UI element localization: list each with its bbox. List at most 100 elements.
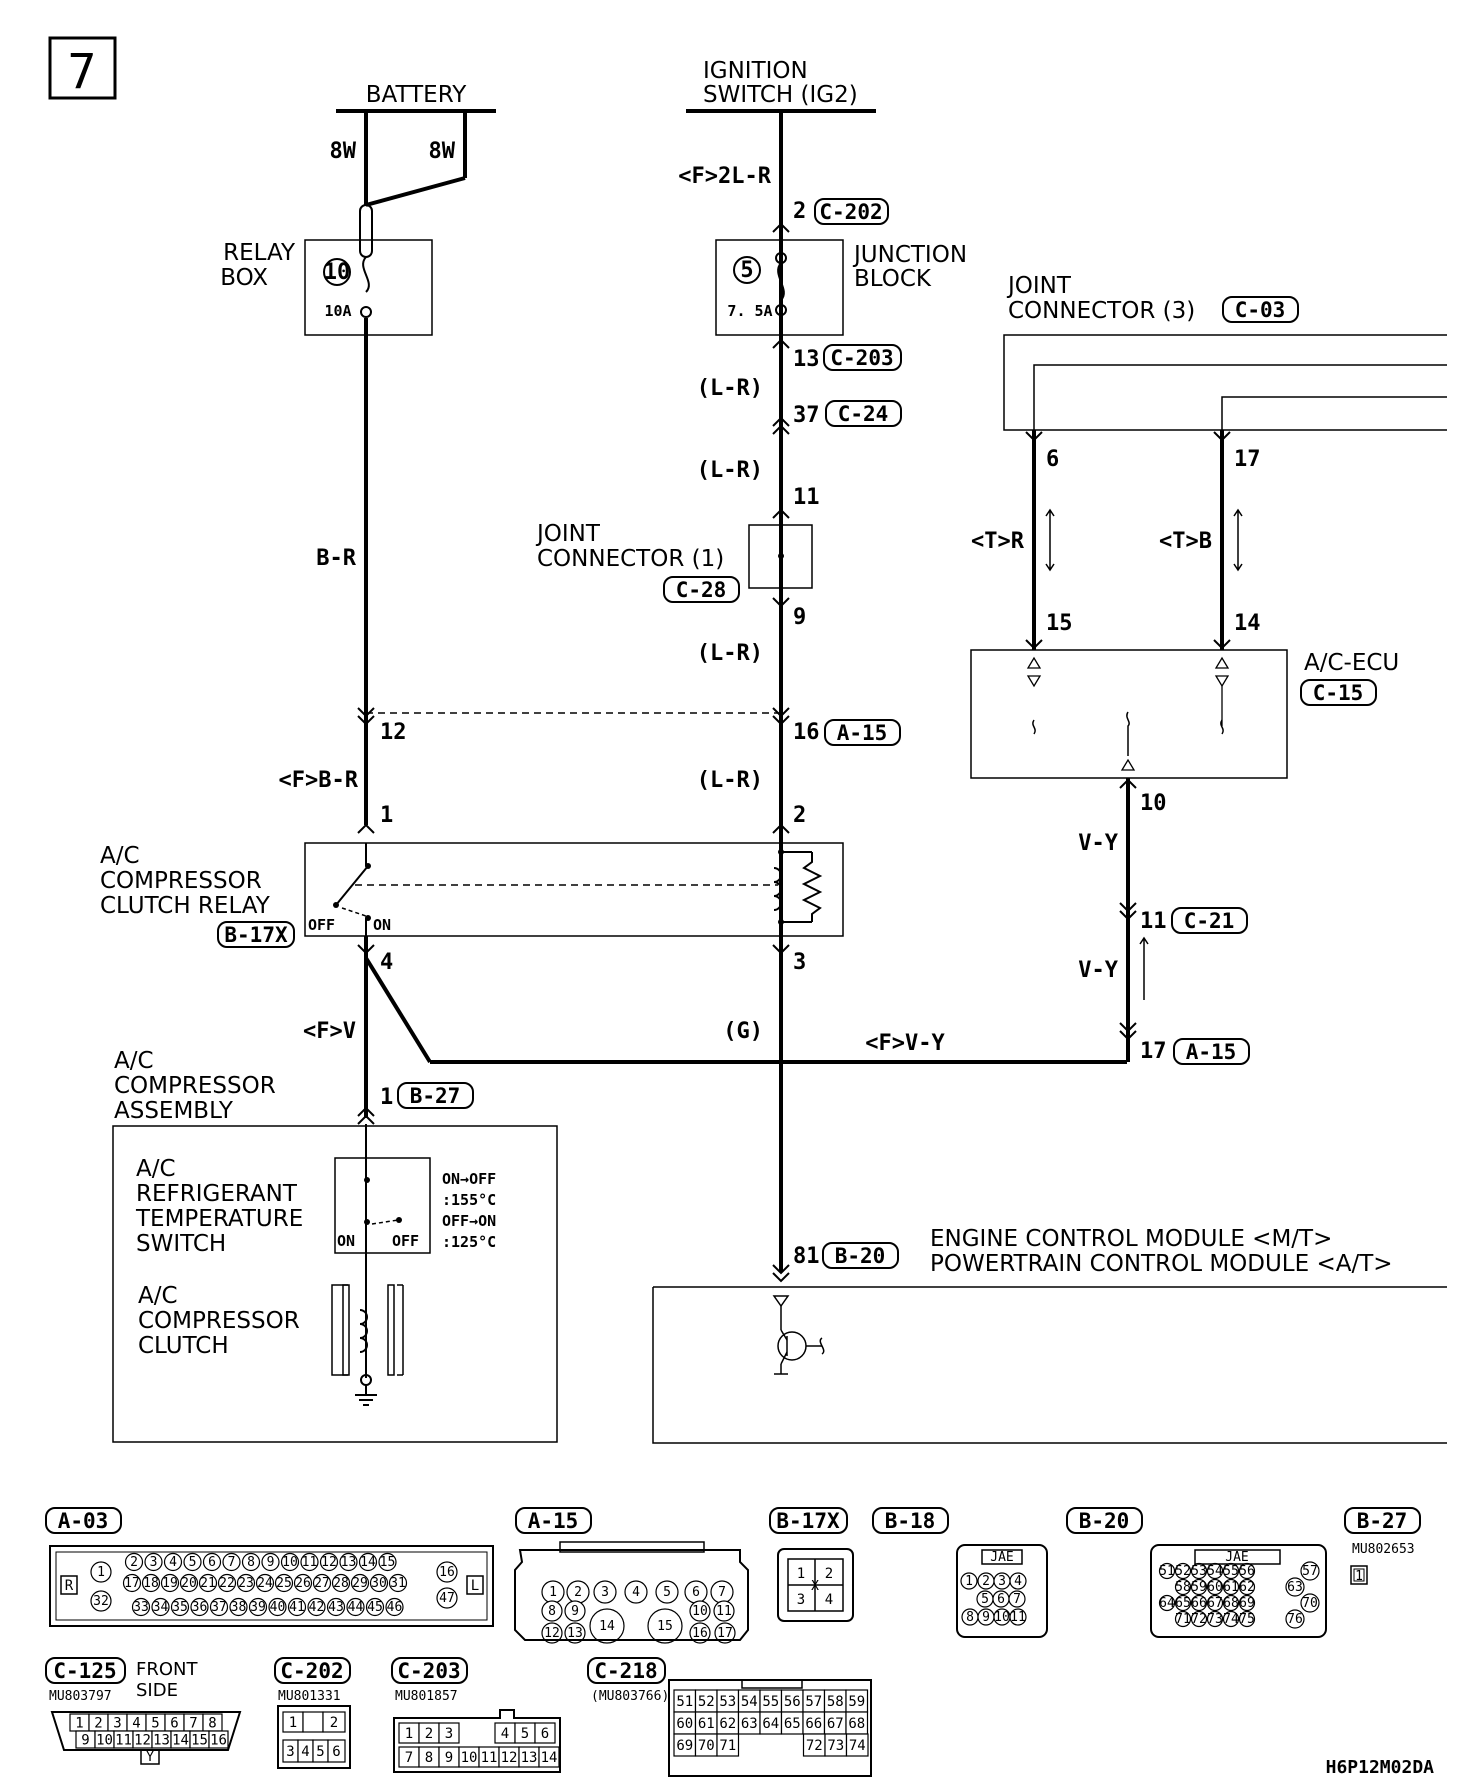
tag-c203: C-203 <box>830 346 893 370</box>
connector-pin-number: 42 <box>309 1600 325 1615</box>
connector-cavity <box>845 1733 869 1757</box>
connector-pin-number: 69 <box>676 1738 693 1754</box>
connector-pin <box>655 1580 679 1604</box>
pin-b20: 81 <box>793 1244 820 1269</box>
connector-pin-number: 53 <box>1191 1564 1207 1579</box>
connector-pin <box>378 1552 397 1572</box>
connector-pin-number: 5 <box>663 1585 671 1600</box>
conn-b27-part: MU802653 <box>1352 1542 1415 1557</box>
connector-pin-number: 5 <box>521 1726 529 1742</box>
conn-tag-a03: A-03 <box>58 1509 109 1533</box>
asm-label-2: COMPRESSOR <box>114 1073 276 1099</box>
tag-b27: B-27 <box>410 1084 461 1108</box>
connector-pin-number: 70 <box>698 1738 715 1754</box>
connector-pin-number: 20 <box>181 1576 197 1591</box>
connector-pin-number: 32 <box>93 1594 109 1609</box>
connector-pin <box>241 1552 261 1572</box>
connector-pin-number: 55 <box>1223 1564 1239 1579</box>
rts-note-3: OFF→ON <box>442 1212 496 1230</box>
clutch-coil <box>359 1309 368 1353</box>
connector-pin-number: 58 <box>827 1694 844 1710</box>
wire-code-f-b-r: <F>B-R <box>279 768 359 793</box>
connector-pin <box>339 1552 358 1572</box>
connector-pin-number: 67 <box>827 1716 844 1732</box>
connector-pin <box>960 1572 978 1590</box>
connector-pin-number: 31 <box>390 1576 406 1591</box>
connector-pin-number: 55 <box>762 1694 779 1710</box>
connector-pin-number: 58 <box>1175 1580 1191 1595</box>
connector-pin <box>144 1552 163 1572</box>
connector-pin <box>151 1597 170 1617</box>
connector-pin-number: 16 <box>439 1565 455 1580</box>
connector-pin <box>1206 1610 1224 1628</box>
connector-pin <box>1300 1593 1320 1613</box>
connector-pin-number: 46 <box>387 1600 403 1615</box>
ignition-label-2: SWITCH (IG2) <box>703 82 858 108</box>
ecm-label-1: ENGINE CONTROL MODULE <M/T> <box>930 1226 1332 1252</box>
pin-c21: 11 <box>1140 909 1167 934</box>
wire-code-v-y-2: V-Y <box>1078 958 1118 983</box>
conn-tag-b20: B-20 <box>1079 1509 1130 1533</box>
connector-pin <box>274 1573 294 1593</box>
pin-ecu-15: 15 <box>1046 611 1073 636</box>
connector-pin-number: 40 <box>270 1600 286 1615</box>
conn-b20-jae: JAE <box>1225 1550 1248 1565</box>
tag-c24: C-24 <box>838 402 889 426</box>
pin-ecu-14: 14 <box>1234 611 1261 636</box>
connector-pin-number: 11 <box>115 1733 132 1749</box>
fuse-number-circle <box>323 258 351 286</box>
connector-pin-number: 44 <box>348 1600 364 1615</box>
connector-pin-number: 72 <box>806 1738 823 1754</box>
connector-pin <box>179 1573 199 1593</box>
connector-pin <box>122 1573 142 1593</box>
connector-pin <box>1206 1594 1224 1612</box>
connector-pin-number: 61 <box>1223 1580 1239 1595</box>
connector-pin-number: 2 <box>574 1585 582 1600</box>
connector-pin-number: 62 <box>719 1716 736 1732</box>
jc1-label-2: CONNECTOR (1) <box>537 546 724 572</box>
connector-pin-number: 11 <box>1010 1610 1026 1625</box>
connector-pin <box>1222 1578 1240 1596</box>
connector-pin-number: 18 <box>143 1576 159 1591</box>
connector-pin-number: 64 <box>1159 1596 1175 1611</box>
figure-code: H6P12M02DA <box>1326 1757 1435 1778</box>
conn-tag-c125: C-125 <box>53 1659 116 1683</box>
connector-cavity <box>327 1739 346 1763</box>
connector-pin-number: 1 <box>549 1585 557 1600</box>
connector-pin-number: 41 <box>289 1600 305 1615</box>
connector-pin <box>124 1552 144 1572</box>
connector-pin <box>385 1597 404 1617</box>
wire-code-8w-left: 8W <box>330 139 357 164</box>
connector-pin-number: 15 <box>191 1733 208 1749</box>
tag-c21: C-21 <box>1184 909 1235 933</box>
connector-pin-number: 37 <box>211 1600 227 1615</box>
connector-cavity <box>716 1733 740 1757</box>
connector-pin-number: 8 <box>966 1610 974 1625</box>
relay-box-label-2: BOX <box>220 265 268 291</box>
connector-pin-number: 5 <box>189 1555 197 1570</box>
connector-pin <box>307 1597 326 1617</box>
connector-pin-number: 65 <box>1175 1596 1191 1611</box>
connector-pin-number: 52 <box>698 1694 715 1710</box>
connector-pin <box>300 1552 319 1572</box>
connector-pin-number: 75 <box>1239 1612 1255 1627</box>
pin-jc1-in: 11 <box>793 485 820 510</box>
connector-cavity <box>534 1722 556 1744</box>
clutch-label-2: COMPRESSOR <box>138 1308 300 1334</box>
connector-pin-number: 4 <box>301 1744 309 1760</box>
connector-pin <box>593 1580 617 1604</box>
relay-fuse-amp: 10A <box>324 302 351 320</box>
svg-text:2: 2 <box>825 1566 833 1582</box>
connector-pin-number: 14 <box>541 1750 558 1766</box>
connector-pin-number: 8 <box>247 1555 255 1570</box>
connector-pin-number: 7 <box>718 1585 726 1600</box>
wire-code-2l-r: <F>2L-R <box>678 164 771 189</box>
connector-pin-number: 15 <box>380 1555 396 1570</box>
connector-pin <box>255 1573 275 1593</box>
conn-c218-part: (MU803766) <box>591 1689 669 1704</box>
svg-text:4: 4 <box>825 1592 833 1608</box>
connector-pin-number: 28 <box>333 1576 349 1591</box>
connector-pin <box>248 1597 268 1617</box>
